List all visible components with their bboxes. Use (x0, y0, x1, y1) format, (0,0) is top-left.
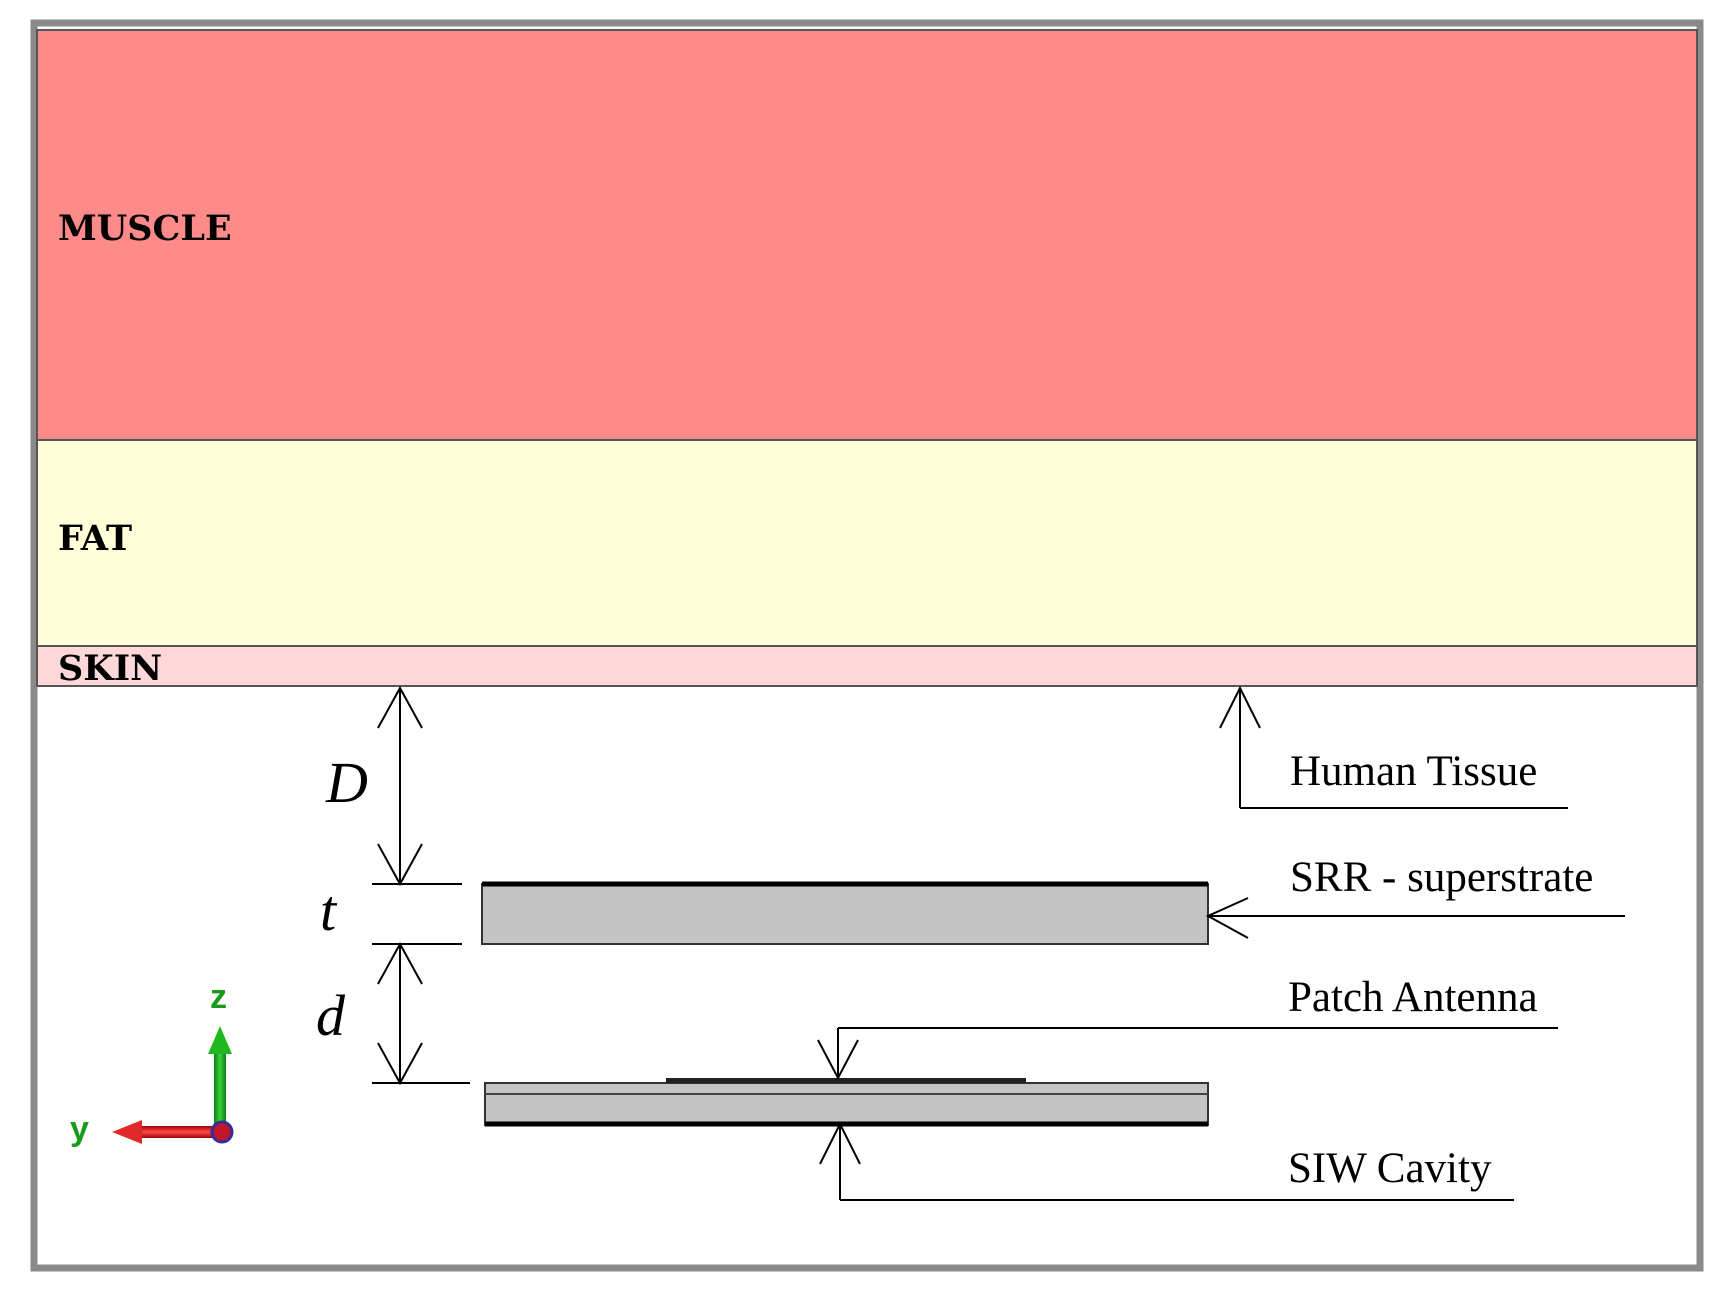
muscle-label: MUSCLE (58, 208, 232, 249)
srr-superstrate (481, 883, 1209, 945)
dimension-d-label: d (316, 983, 346, 1048)
dimension-D-label: D (325, 750, 368, 815)
z-axis-arrowhead (208, 1026, 232, 1054)
y-axis-label: y (70, 1110, 89, 1148)
annotation-leaders (817, 685, 1625, 1201)
fat-label: FAT (58, 518, 132, 559)
fat-layer (36, 439, 1698, 647)
y-axis-arrowhead (112, 1120, 142, 1144)
siw-cavity (484, 1082, 1209, 1126)
z-axis-label: z (210, 978, 227, 1016)
srr-superstrate-label: SRR - superstrate (1290, 854, 1593, 901)
dimension-lines (372, 685, 470, 1086)
skin-label: SKIN (58, 648, 162, 689)
axis-origin (210, 1120, 234, 1144)
dimension-t-label: t (320, 878, 338, 943)
siw-cavity-label: SIW Cavity (1288, 1145, 1492, 1192)
muscle-layer (36, 29, 1698, 441)
skin-layer (36, 645, 1698, 687)
y-axis-arrow-shaft (140, 1126, 222, 1138)
coordinate-axes: z y (70, 978, 234, 1148)
human-tissue-label: Human Tissue (1290, 748, 1537, 795)
patch-antenna (666, 1078, 1026, 1083)
patch-antenna-label: Patch Antenna (1288, 974, 1538, 1021)
z-axis-arrow-shaft (214, 1052, 226, 1130)
